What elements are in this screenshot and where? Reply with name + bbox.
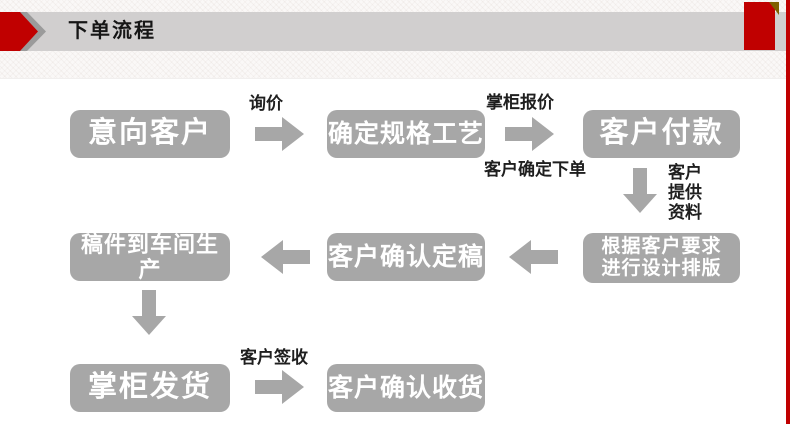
- flow-box-customer-confirms-receipt: 客户确认收货: [327, 364, 485, 412]
- flow-box-design-layout: 根据客户要求 进行设计排版: [583, 233, 740, 283]
- flow-box-customer-confirms-draft: 客户确认定稿: [327, 233, 485, 281]
- arrow-down-icon: [622, 168, 658, 214]
- arrow-left-icon: [260, 239, 310, 275]
- arrow-label-customer-confirm-order: 客户确定下单: [484, 160, 586, 179]
- arrow-down-icon: [131, 290, 167, 336]
- flow-box-determine-specs: 确定规格工艺: [327, 110, 485, 158]
- page-title: 下单流程: [68, 20, 156, 42]
- ribbon-fold-icon: [769, 2, 779, 20]
- header-top-band: [0, 0, 790, 12]
- label-line: 提供: [668, 183, 702, 202]
- title-bar: [0, 12, 790, 51]
- chevron-bullet-icon: [0, 12, 48, 56]
- label-line: 客户: [668, 163, 702, 182]
- header-sub-band: [0, 51, 790, 79]
- label-line: 资料: [668, 203, 702, 222]
- flow-box-customer-payment: 客户付款: [583, 110, 740, 158]
- arrow-right-icon: [505, 116, 555, 152]
- flow-box-draft-to-workshop: 稿件到车间生产: [70, 232, 230, 282]
- flow-box-line: 进行设计排版: [601, 258, 722, 279]
- flow-box-intended-customer: 意向客户: [70, 110, 230, 158]
- arrow-label-inquiry: 询价: [249, 94, 283, 113]
- arrow-label-customer-provides-materials: 客户 提供 资料: [668, 163, 702, 223]
- corner-ribbon: [744, 2, 775, 50]
- arrow-right-icon: [255, 369, 305, 405]
- right-edge-accent: [786, 0, 790, 424]
- arrow-left-icon: [508, 239, 558, 275]
- flow-box-line: 根据客户要求: [601, 236, 722, 258]
- arrow-label-shop-quote: 掌柜报价: [486, 93, 554, 112]
- arrow-right-icon: [255, 116, 305, 152]
- arrow-label-customer-signs: 客户签收: [240, 348, 308, 367]
- flow-box-shop-ships: 掌柜发货: [70, 364, 230, 412]
